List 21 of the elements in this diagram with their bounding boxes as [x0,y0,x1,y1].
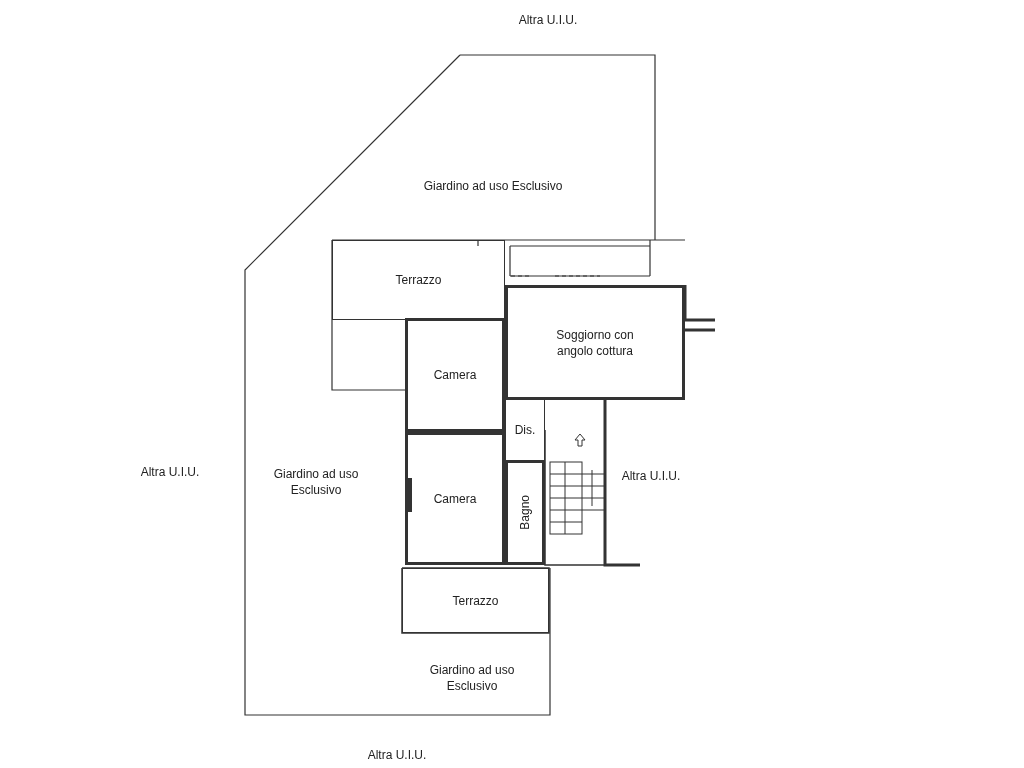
room-label: Bagno [517,495,533,530]
area-label: Giardino ad uso Esclusivo [428,662,516,694]
area-label: Altra U.I.U. [366,747,428,763]
area-label: Giardino ad uso Esclusivo [272,466,360,498]
room-label: Soggiorno con angolo cottura [555,326,635,359]
room-label: Camera [433,367,477,383]
room-label: Dis. [514,422,536,438]
room-label: Camera [433,490,477,507]
terrace-area [332,240,505,320]
room [505,460,545,565]
room [505,400,545,460]
area-label: Altra U.I.U. [139,464,201,480]
room [505,285,685,400]
area-label: Giardino ad uso Esclusivo [422,178,564,194]
terrace-area [402,568,549,633]
room-label: Terrazzo [452,592,499,609]
area-label: Altra U.I.U. [621,468,681,484]
room [405,318,505,432]
room-label: Terrazzo [395,272,442,288]
area-label: Altra U.I.U. [517,12,579,28]
room [405,432,505,565]
